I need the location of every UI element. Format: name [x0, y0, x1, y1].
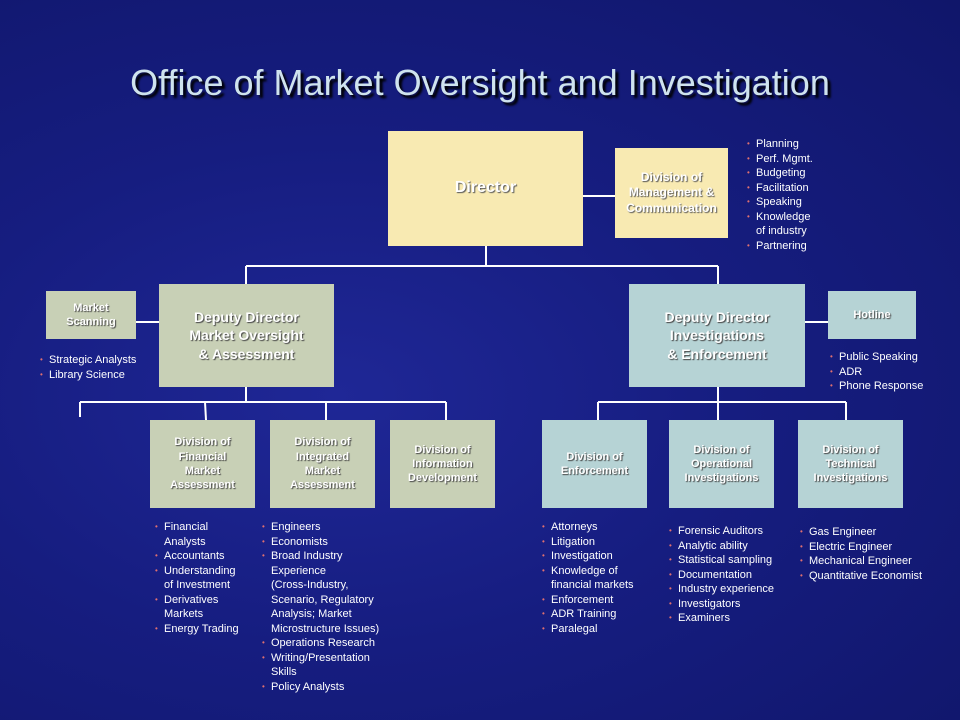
- list-item: Accountants: [155, 549, 239, 564]
- hotline-notes: Public Speaking ADR Phone Response: [830, 350, 923, 394]
- director-label: Director: [454, 179, 517, 197]
- list-item: Mechanical Engineer: [800, 554, 922, 569]
- technical-division-box: Division of Technical Investigations: [798, 420, 903, 508]
- list-item: Analytic ability: [669, 539, 774, 554]
- list-item: Industry experience: [669, 582, 774, 597]
- list-item: Operations Research: [262, 636, 379, 651]
- enforcement-division-box: Division of Enforcement: [542, 420, 647, 508]
- management-division-box: Division of Management & Communication: [615, 148, 728, 238]
- list-item: Engineers: [262, 520, 379, 535]
- management-notes: Planning Perf. Mgmt. Budgeting Facilitat…: [747, 137, 813, 253]
- market-scanning-box: Market Scanning: [46, 291, 136, 339]
- list-item: Energy Trading: [155, 622, 239, 637]
- information-division-label: Division of Information Development: [407, 443, 478, 485]
- financial-division-label: Division of Financial Market Assessment: [170, 436, 235, 492]
- financial-notes: Financial Analysts Accountants Understan…: [155, 520, 239, 636]
- hotline-label: Hotline: [853, 308, 891, 321]
- list-item: Statistical sampling: [669, 553, 774, 568]
- list-item: Perf. Mgmt.: [747, 152, 813, 167]
- list-item: Policy Analysts: [262, 680, 379, 695]
- enforcement-division-label: Division of Enforcement: [560, 450, 629, 477]
- list-item: Investigation: [542, 549, 634, 564]
- integrated-division-box: Division of Integrated Market Assessment: [270, 420, 375, 508]
- list-item: Phone Response: [830, 379, 923, 394]
- integrated-division-label: Division of Integrated Market Assessment: [290, 436, 355, 492]
- market-scanning-notes: Strategic Analysts Library Science: [40, 353, 136, 382]
- deputy-investigations-box: Deputy Director Investigations & Enforce…: [629, 284, 805, 387]
- technical-division-label: Division of Technical Investigations: [813, 443, 888, 485]
- list-item: Knowledge of financial markets: [542, 564, 634, 593]
- list-item: Forensic Auditors: [669, 524, 774, 539]
- list-item: Strategic Analysts: [40, 353, 136, 368]
- list-item: Enforcement: [542, 593, 634, 608]
- list-item: Investigators: [669, 597, 774, 612]
- list-item: Financial Analysts: [155, 520, 239, 549]
- list-item: Electric Engineer: [800, 540, 922, 555]
- list-item: Knowledge of industry: [747, 210, 813, 239]
- list-item: Library Science: [40, 368, 136, 383]
- list-item: Litigation: [542, 535, 634, 550]
- list-item: Examiners: [669, 611, 774, 626]
- hotline-box: Hotline: [828, 291, 916, 339]
- list-item: Partnering: [747, 239, 813, 254]
- operational-division-label: Division of Operational Investigations: [684, 443, 759, 485]
- list-item: Paralegal: [542, 622, 634, 637]
- director-box: Director: [388, 131, 583, 246]
- list-item: Writing/Presentation Skills: [262, 651, 379, 680]
- list-item: Derivatives Markets: [155, 593, 239, 622]
- list-item: Budgeting: [747, 166, 813, 181]
- enforcement-notes: Attorneys Litigation Investigation Knowl…: [542, 520, 634, 636]
- market-scanning-label: Market Scanning: [66, 301, 116, 328]
- management-division-label: Division of Management & Communication: [626, 169, 717, 215]
- operational-division-box: Division of Operational Investigations: [669, 420, 774, 508]
- list-item: Quantitative Economist: [800, 569, 922, 584]
- list-item: Speaking: [747, 195, 813, 210]
- list-item: Broad Industry Experience (Cross-Industr…: [262, 549, 379, 636]
- list-item: Attorneys: [542, 520, 634, 535]
- list-item: ADR Training: [542, 607, 634, 622]
- technical-notes: Gas Engineer Electric Engineer Mechanica…: [800, 525, 922, 583]
- list-item: Facilitation: [747, 181, 813, 196]
- list-item: Public Speaking: [830, 350, 923, 365]
- list-item: Gas Engineer: [800, 525, 922, 540]
- integrated-notes: Engineers Economists Broad Industry Expe…: [262, 520, 379, 694]
- list-item: ADR: [830, 365, 923, 380]
- deputy-investigations-label: Deputy Director Investigations & Enforce…: [664, 309, 770, 362]
- list-item: Understanding of Investment: [155, 564, 239, 593]
- page-title: Office of Market Oversight and Investiga…: [130, 62, 830, 103]
- list-item: Economists: [262, 535, 379, 550]
- information-division-box: Division of Information Development: [390, 420, 495, 508]
- deputy-oversight-box: Deputy Director Market Oversight & Asses…: [159, 284, 334, 387]
- financial-division-box: Division of Financial Market Assessment: [150, 420, 255, 508]
- operational-notes: Forensic Auditors Analytic ability Stati…: [669, 524, 774, 626]
- deputy-oversight-label: Deputy Director Market Oversight & Asses…: [189, 309, 304, 362]
- list-item: Planning: [747, 137, 813, 152]
- list-item: Documentation: [669, 568, 774, 583]
